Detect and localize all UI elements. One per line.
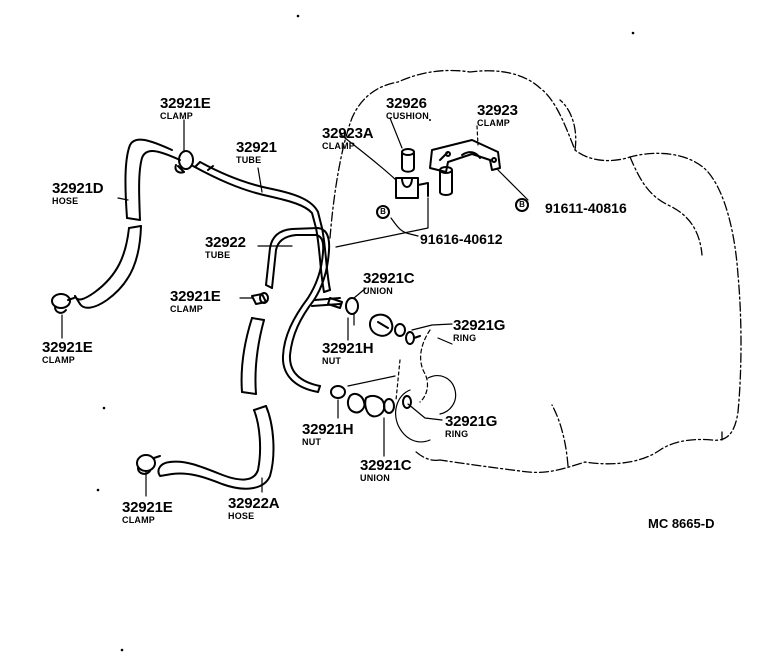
clamp-32923-icon [429,139,501,173]
tube-32921 [192,161,331,293]
bolt-91611-code: 91611-40816 [545,200,627,216]
housing-fragments [395,329,457,443]
clamp-bottom-icon [136,454,161,475]
diagram-code: MC 8665-D [648,516,715,531]
tube-32922 [265,227,341,393]
hose-32922a [157,317,275,490]
bolt-91616-icon: B [376,205,390,219]
transmission-outline [329,69,742,474]
bolt-91611-icon: B [515,198,529,212]
clamp-top-left-icon [174,150,194,174]
cushion-icon [401,148,453,196]
union-nut-upper-icon [327,297,421,345]
clamp-left-icon [51,293,75,314]
speck-marks [96,14,635,652]
leader-lines [61,117,529,497]
clamp-mid-icon [251,292,269,305]
hose-32921d [74,138,181,309]
union-nut-lower-icon [330,375,412,418]
clamp-32923a-icon [395,177,429,199]
bolt-91616-code: 91616-40612 [420,231,503,247]
